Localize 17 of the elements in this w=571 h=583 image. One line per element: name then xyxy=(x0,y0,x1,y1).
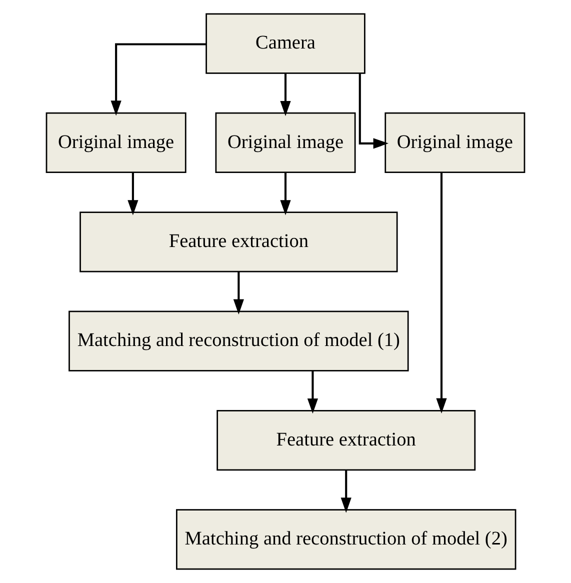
node-box: Original image xyxy=(215,112,356,174)
arrow xyxy=(340,470,352,513)
node-box: Original image xyxy=(46,112,186,174)
node-box: Original image xyxy=(384,112,526,174)
node-box: Camera xyxy=(206,13,366,74)
arrow xyxy=(280,172,291,216)
arrow xyxy=(307,370,318,414)
arrow xyxy=(280,73,291,116)
arrow xyxy=(358,74,388,149)
arrow xyxy=(128,172,138,216)
node-box: Feature extraction xyxy=(216,410,476,471)
node-box: Matching and reconstruction of model (2) xyxy=(176,509,516,570)
arrow xyxy=(436,172,447,414)
node-box: Feature extraction xyxy=(80,212,398,272)
arrow xyxy=(233,272,244,314)
arrow xyxy=(110,43,206,116)
node-box: Matching and reconstruction of model (1) xyxy=(68,310,409,372)
